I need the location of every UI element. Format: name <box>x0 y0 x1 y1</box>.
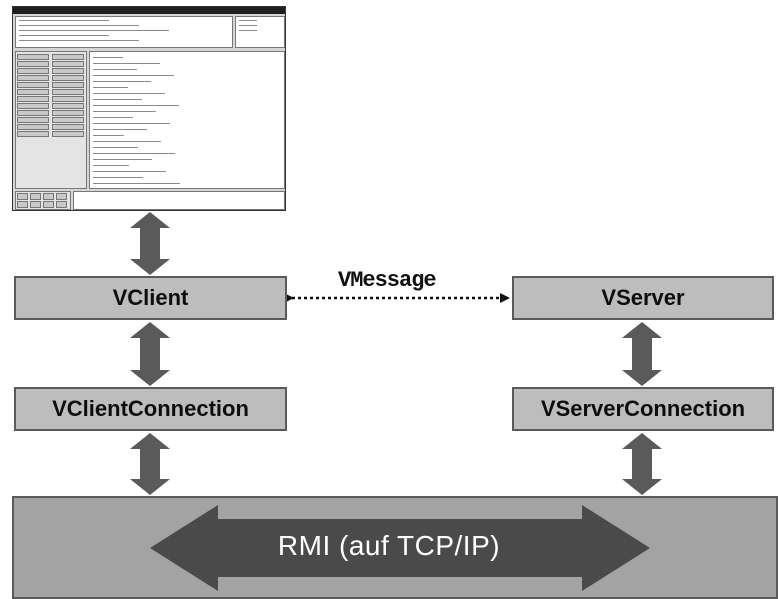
thumbnail-text-line <box>19 25 139 26</box>
thumbnail-icon-button <box>56 201 67 208</box>
thumbnail-tool-button <box>52 96 84 102</box>
thumbnail-tool-button <box>52 68 84 74</box>
thumbnail-text-line <box>93 57 123 58</box>
thumbnail-text-line <box>93 165 129 166</box>
gui-vclient-arrow <box>130 212 170 275</box>
thumbnail-tool-button <box>52 131 84 137</box>
vserver-box: VServer <box>512 276 774 320</box>
thumbnail-text-line <box>93 171 166 172</box>
thumbnail-tool-button <box>17 61 49 67</box>
thumbnail-text-line <box>19 30 169 31</box>
thumbnail-text-line <box>93 177 143 178</box>
thumbnail-tool-button <box>52 61 84 67</box>
thumbnail-text-line <box>93 183 180 184</box>
thumbnail-tool-button <box>17 124 49 130</box>
thumbnail-chat-pane <box>73 191 285 210</box>
thumbnail-text-line <box>93 129 147 130</box>
vertical-arrows <box>130 212 662 495</box>
thumbnail-tool-button <box>17 75 49 81</box>
thumbnail-user-pane <box>235 16 285 48</box>
thumbnail-tool-button <box>52 54 84 60</box>
vmessage-label: VMessage <box>338 268 437 293</box>
thumbnail-icon-button <box>56 193 67 200</box>
vclient-connection-arrow <box>130 322 170 386</box>
thumbnail-icon-button <box>43 193 54 200</box>
thumbnail-text-line <box>239 25 257 26</box>
thumbnail-tool-button <box>17 103 49 109</box>
vserver-connection-arrow <box>622 322 662 386</box>
thumbnail-text-line <box>93 99 142 100</box>
thumbnail-tool-button <box>52 110 84 116</box>
rmi-label: RMI (auf TCP/IP) <box>277 530 501 561</box>
thumbnail-text-line <box>93 147 138 148</box>
thumbnail-tool-button <box>52 89 84 95</box>
vserver-rmi-arrow <box>622 433 662 495</box>
thumbnail-text-line <box>93 81 151 82</box>
thumbnail-tool-button <box>52 103 84 109</box>
thumbnail-text-line <box>19 40 139 41</box>
thumbnail-text-line <box>93 69 137 70</box>
thumbnail-text-line <box>93 141 161 142</box>
thumbnail-text-line <box>93 105 179 106</box>
thumbnail-tool-button <box>17 89 49 95</box>
thumbnail-icon-button <box>30 201 41 208</box>
thumbnail-text-line <box>93 63 160 64</box>
thumbnail-text-line <box>19 20 109 21</box>
thumbnail-editor-pane <box>89 51 285 189</box>
thumbnail-titlebar <box>13 7 285 14</box>
thumbnail-tool-button <box>17 82 49 88</box>
thumbnail-text-line <box>239 20 257 21</box>
thumbnail-icon-button <box>43 201 54 208</box>
thumbnail-text-line <box>93 117 133 118</box>
vserver-connection-box: VServerConnection <box>512 387 774 431</box>
thumbnail-text-line <box>93 75 174 76</box>
thumbnail-tool-button <box>52 75 84 81</box>
thumbnail-tool-button <box>52 82 84 88</box>
thumbnail-tool-button <box>52 117 84 123</box>
thumbnail-icon-button <box>30 193 41 200</box>
thumbnail-icon-button <box>17 201 28 208</box>
thumbnail-tool-button <box>17 54 49 60</box>
thumbnail-tool-button <box>52 124 84 130</box>
thumbnail-text-line <box>93 159 152 160</box>
vclient-rmi-arrow <box>130 433 170 495</box>
thumbnail-text-line <box>239 30 257 31</box>
thumbnail-tool-button <box>17 117 49 123</box>
thumbnail-text-line <box>93 93 165 94</box>
client-gui-thumbnail <box>12 6 286 211</box>
thumbnail-text-line <box>93 87 128 88</box>
thumbnail-text-line <box>93 135 124 136</box>
thumbnail-tool-button <box>17 96 49 102</box>
thumbnail-text-line <box>93 153 175 154</box>
thumbnail-tool-button <box>17 68 49 74</box>
thumbnail-text-line <box>19 35 109 36</box>
thumbnail-text-line <box>93 111 156 112</box>
thumbnail-tool-button <box>17 131 49 137</box>
thumbnail-message-pane <box>15 16 233 48</box>
vclient-box: VClient <box>14 276 287 320</box>
thumbnail-text-line <box>93 123 170 124</box>
vclient-connection-box: VClientConnection <box>14 387 287 431</box>
thumbnail-icon-button <box>17 193 28 200</box>
thumbnail-tool-button <box>17 110 49 116</box>
